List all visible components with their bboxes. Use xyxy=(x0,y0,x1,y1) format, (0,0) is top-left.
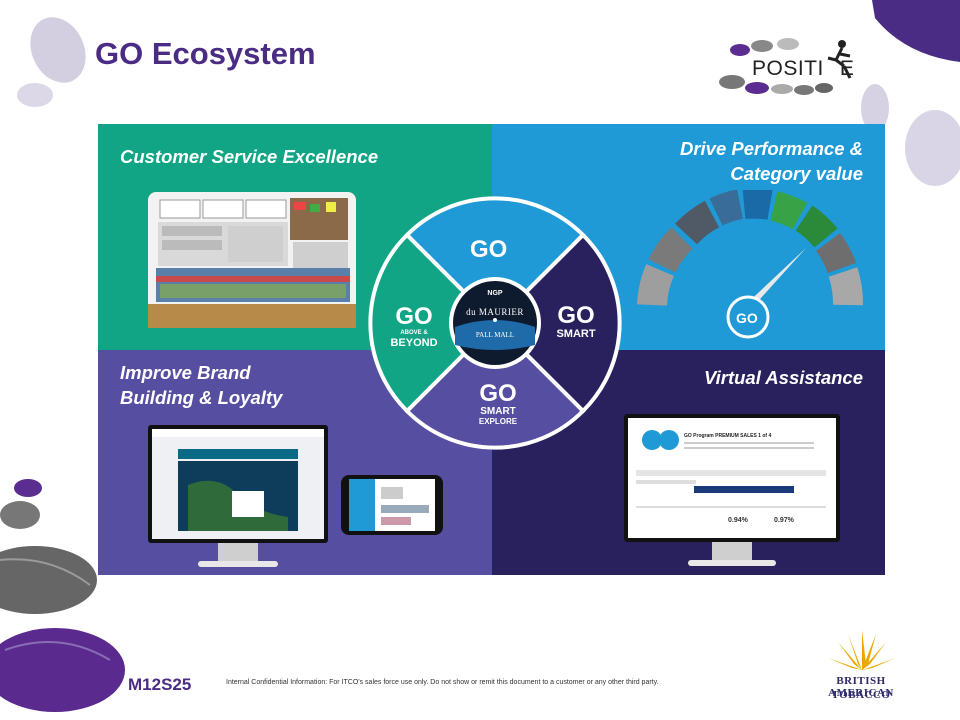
go-ecosystem-wheel xyxy=(368,196,622,450)
performance-gauge-icon: GO xyxy=(637,190,863,339)
confidential-note: Internal Confidential Information: For I… xyxy=(226,679,659,686)
company-name-line2: TOBACCO xyxy=(831,689,891,701)
wheel-top-go-logo: GO xyxy=(470,236,508,263)
wheel-bottom-go-smart-explore: GO SMART EXPLORE xyxy=(478,380,518,427)
desktop-monitor-image xyxy=(148,425,328,575)
svg-text:0.97%: 0.97% xyxy=(774,517,795,524)
bat-leaf-logo-icon xyxy=(828,630,896,670)
quadrant-title: Improve Brand Building & Loyalty xyxy=(120,362,283,408)
quadrant-title: Virtual Assistance xyxy=(703,367,863,388)
wheel-center-brands: NGP du MAURIER PALL MALL xyxy=(466,290,524,339)
report-monitor-image: GO Program PREMIUM SALES 1 of 4 0.94% 0.… xyxy=(624,414,840,576)
quadrant-title: Drive Performance & Category value xyxy=(679,138,863,184)
svg-text:GO: GO xyxy=(736,310,758,326)
quadrant-title: Customer Service Excellence xyxy=(120,146,379,167)
store-counter-image xyxy=(148,192,356,328)
page-title: GO Ecosystem xyxy=(95,36,316,71)
svg-text:GO Program PREMIUM SALES 1 of: GO Program PREMIUM SALES 1 of 4 xyxy=(684,433,771,439)
company-name-line1: BRITISH AMERICAN xyxy=(828,675,894,699)
wheel-left-go-above-beyond: GO ABOVE & BEYOND xyxy=(390,303,438,350)
phone-image xyxy=(341,475,443,535)
positive-logo-icon xyxy=(719,38,852,95)
slide-code: M12S25 xyxy=(128,675,192,694)
svg-text:0.94%: 0.94% xyxy=(728,517,749,524)
wheel-right-go-smart: GO SMART xyxy=(556,302,596,341)
